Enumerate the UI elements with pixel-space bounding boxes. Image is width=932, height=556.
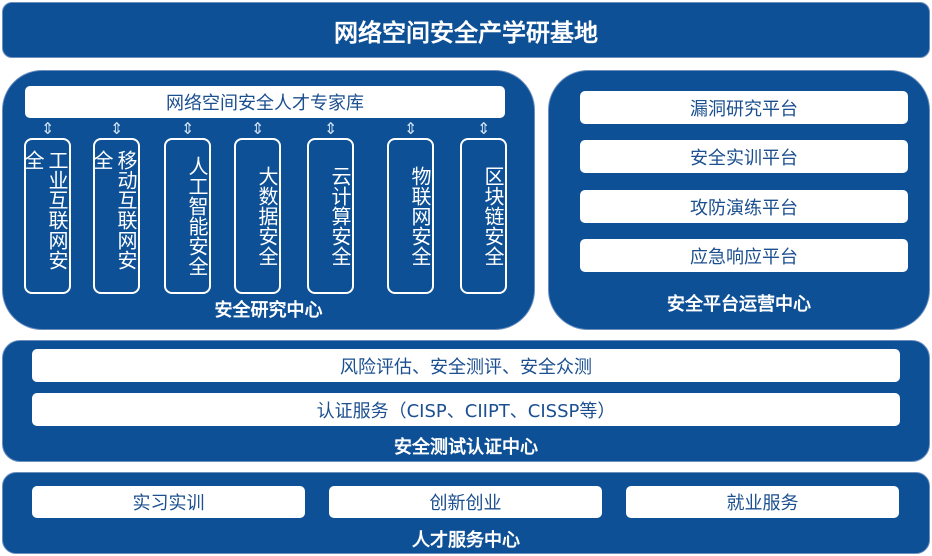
expert-database: 网络空间安全人才专家库 xyxy=(25,86,505,118)
research-center-label: 安全研究中心 xyxy=(214,300,323,321)
research-item: 物联网安全 xyxy=(387,138,434,294)
research-item: 人工智能安全 xyxy=(164,138,211,294)
platform-item: 应急响应平台 xyxy=(580,239,908,272)
talent-item: 就业服务 xyxy=(626,486,899,518)
testing-item: 风险评估、安全测评、安全众测 xyxy=(32,349,900,382)
talent-center-label: 人才服务中心 xyxy=(412,530,520,551)
platform-item: 安全实训平台 xyxy=(580,140,908,173)
research-item: 工业互联网安全 xyxy=(21,138,71,294)
testing-center-label: 安全测试认证中心 xyxy=(394,437,538,458)
research-item: 区块链安全 xyxy=(460,138,507,294)
research-item: 大数据安全 xyxy=(234,138,281,294)
bidirectional-arrow-icon: ⇕ xyxy=(110,119,124,138)
platform-item: 漏洞研究平台 xyxy=(580,91,908,124)
base-title: 网络空间安全产学研基地 xyxy=(2,2,930,58)
talent-item: 创新创业 xyxy=(329,486,602,518)
research-item: 移动互联网安全 xyxy=(90,138,140,294)
talent-item: 实习实训 xyxy=(32,486,305,518)
bidirectional-arrow-icon: ⇕ xyxy=(477,119,491,138)
bidirectional-arrow-icon: ⇕ xyxy=(181,119,195,138)
testing-item: 认证服务（CISP、CIIPT、CISSP等） xyxy=(32,393,900,426)
bidirectional-arrow-icon: ⇕ xyxy=(251,119,265,138)
platform-center-label: 安全平台运营中心 xyxy=(667,294,811,315)
bidirectional-arrow-icon: ⇕ xyxy=(404,119,418,138)
platform-item: 攻防演练平台 xyxy=(580,190,908,223)
bidirectional-arrow-icon: ⇕ xyxy=(324,119,338,138)
research-item: 云计算安全 xyxy=(307,138,354,294)
bidirectional-arrow-icon: ⇕ xyxy=(41,119,55,138)
